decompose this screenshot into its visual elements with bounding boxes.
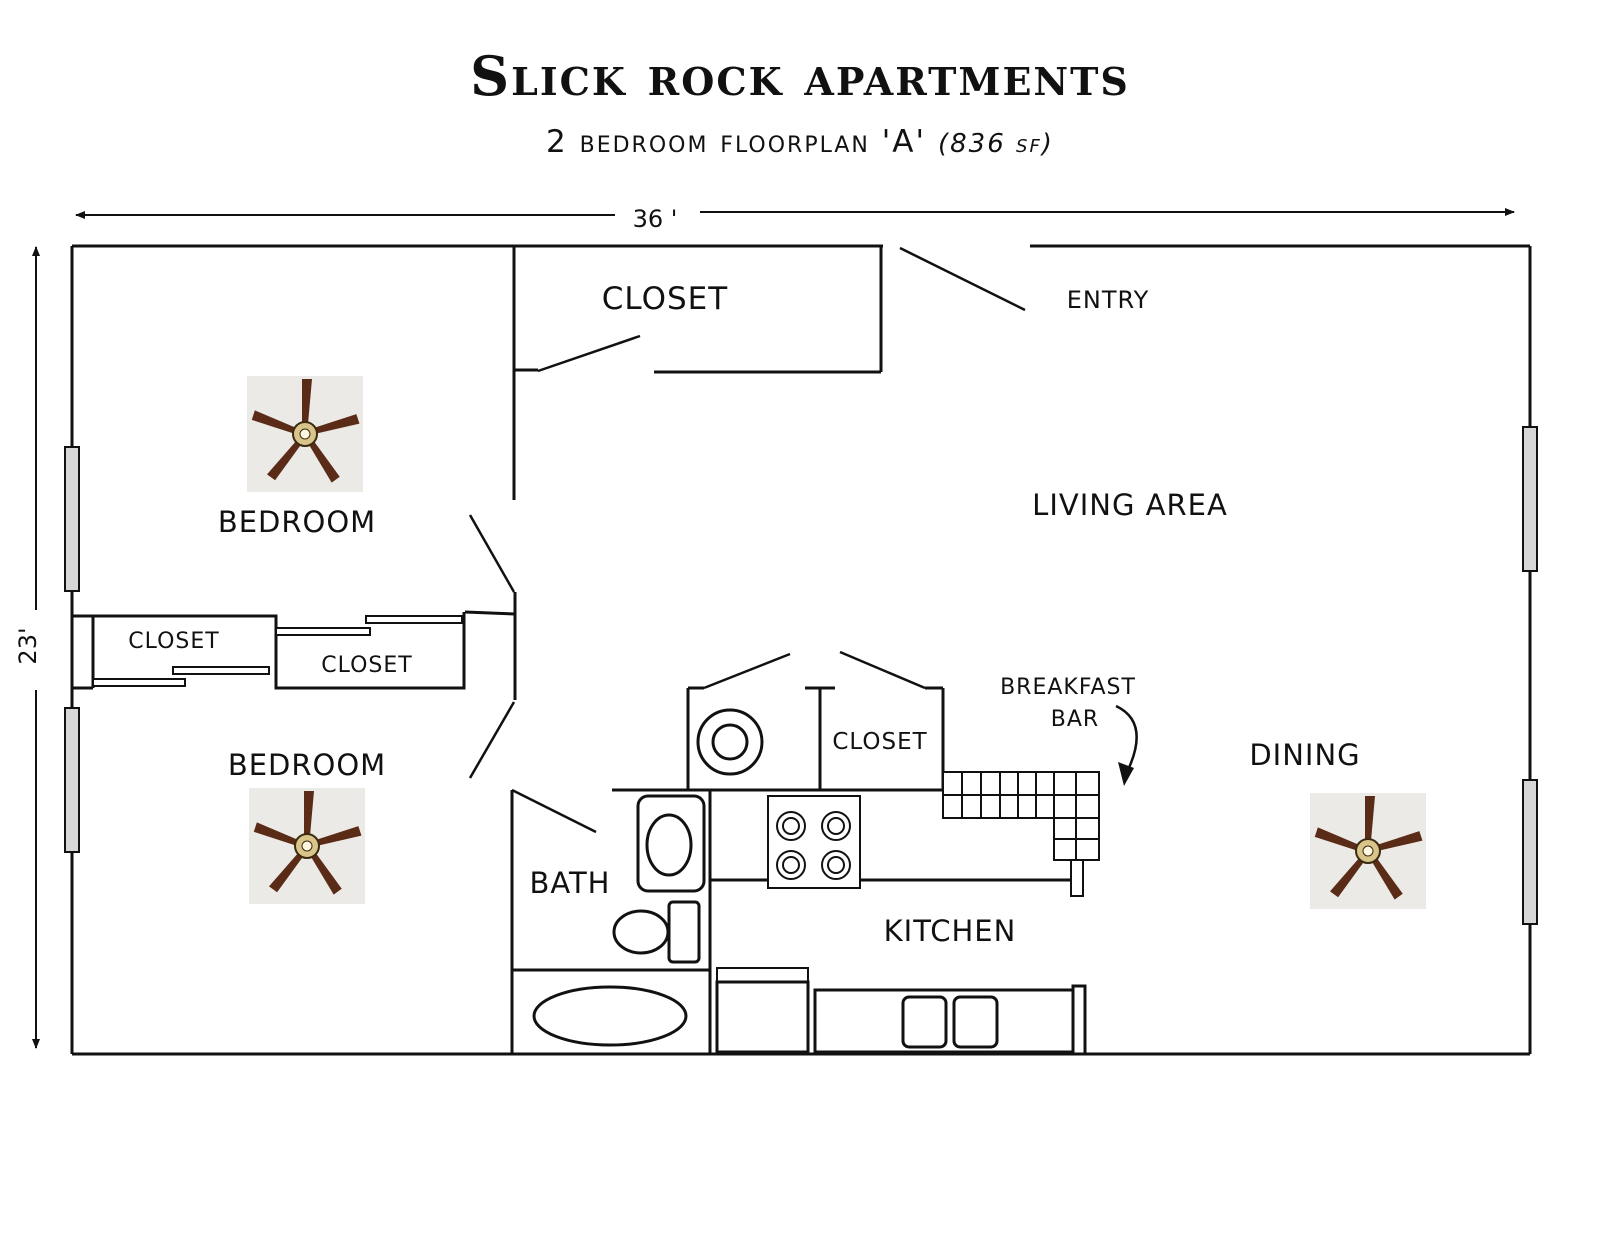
plan-title: Slick rock apartments [470, 44, 1130, 108]
outer-walls [70, 244, 1532, 1056]
entry-door [899, 246, 1026, 312]
window-dining [1522, 779, 1538, 925]
bedroom-bottom-door [468, 701, 516, 779]
center-closet [612, 650, 945, 792]
room-label-closet-right: CLOSET [321, 653, 412, 678]
top-closet-walls [512, 246, 883, 500]
toilet-icon [612, 909, 670, 955]
room-label-entry: ENTRY [1067, 286, 1150, 314]
bath-door [511, 788, 597, 834]
room-label-bedroom-bottom: BEDROOM [228, 748, 386, 782]
width-label: 36 ' [633, 205, 678, 233]
ceiling-fan-icon [248, 787, 366, 905]
room-label-closet-top: CLOSET [602, 281, 728, 317]
plan-subtitle: 2 bedroom floorplan 'A' (836 sf) [0, 124, 1600, 160]
bathtub-icon [532, 985, 688, 1047]
toilet-tank-icon [667, 900, 701, 964]
width-dimension: 36 ' [75, 205, 1515, 233]
room-label-breakfast: BREAKFAST [1000, 675, 1136, 700]
ceiling-fan-icon [1309, 792, 1427, 910]
curved-arrow-icon [1115, 704, 1138, 771]
refrigerator-icon [715, 980, 810, 1054]
window-living [1522, 426, 1538, 572]
room-label-kitchen: KITCHEN [884, 914, 1017, 948]
closet-slider [172, 666, 270, 675]
closet-slider [365, 615, 463, 624]
room-label-bath: BATH [529, 866, 610, 900]
window-bedroom-top [64, 446, 80, 592]
bedroom-walls [464, 514, 517, 779]
windows [64, 426, 1538, 925]
room-label-bedroom-top: BEDROOM [218, 505, 376, 539]
bedroom-top-door [468, 514, 516, 593]
closet-slider [92, 678, 186, 687]
closet-top-door [537, 334, 641, 373]
left-closets [72, 612, 466, 690]
plan-area: (836 sf) [937, 129, 1054, 159]
ceiling-fan-icon [246, 375, 364, 493]
room-label-closet-left: CLOSET [128, 629, 219, 654]
breakfast-bar [942, 771, 1100, 897]
closet-slider [275, 627, 371, 636]
kitchen-fixtures [710, 795, 1087, 1056]
height-dimension: 23' [14, 246, 42, 1049]
room-label-dining: DINING [1249, 738, 1360, 772]
height-label: 23' [14, 627, 42, 664]
kitchen-sink-icon [901, 995, 948, 1049]
room-label-living-area: LIVING AREA [1032, 488, 1228, 522]
bath-walls [510, 788, 712, 1054]
room-label-closet-center: CLOSET [832, 729, 927, 755]
window-bedroom-bottom [64, 707, 80, 853]
kitchen-sink-icon [952, 995, 999, 1049]
plan-subtitle-text: 2 bedroom floorplan 'A' [546, 124, 926, 160]
sink-icon [645, 813, 693, 877]
room-label-bar: BAR [1051, 707, 1099, 732]
